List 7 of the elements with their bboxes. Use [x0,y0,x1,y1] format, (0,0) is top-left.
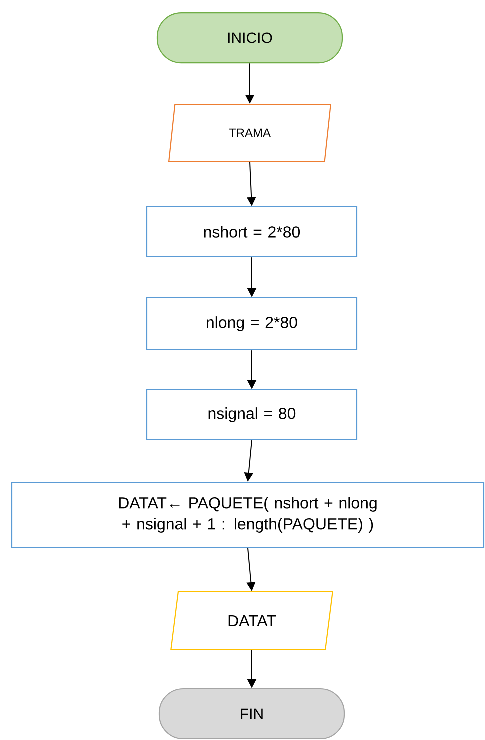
process-box: nsignal = 80 [146,389,358,441]
end-terminal: FIN [158,688,346,740]
output-parallelogram: DATAT [170,591,334,651]
process-box: nlong = 2*80 [146,297,358,351]
process-box: DATAT← PAQUETE( nshort + nlong + nsignal + 1 : length(PAQUETE) ) [11,482,485,548]
process-box: nshort = 2*80 [146,206,358,258]
start-terminal: INICIO [156,12,344,64]
